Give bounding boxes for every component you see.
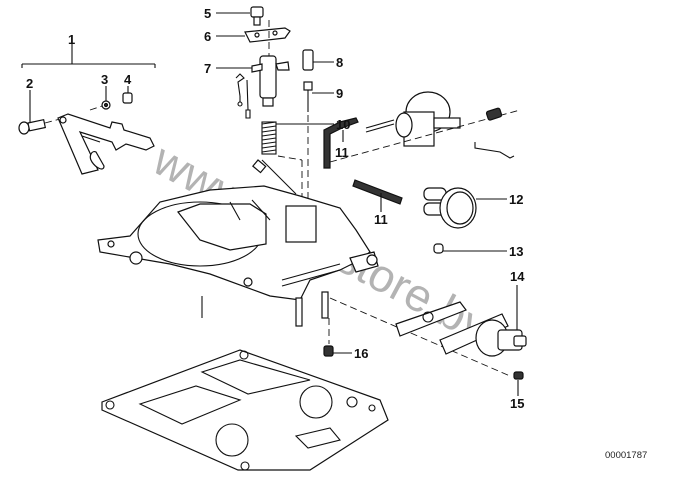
callout-11-rod: 11	[374, 212, 388, 227]
callout-2: 2	[26, 76, 33, 91]
reference-number: 00001787	[605, 450, 647, 461]
callout-10: 10	[336, 117, 350, 132]
pump-group	[216, 6, 334, 210]
callout-14: 14	[510, 269, 525, 284]
callout-15: 15	[510, 396, 524, 411]
callout-4: 4	[124, 72, 132, 87]
callout-5: 5	[204, 6, 211, 21]
callout-6: 6	[204, 29, 211, 44]
callout-13: 13	[509, 244, 523, 259]
callout-12: 12	[509, 192, 523, 207]
carburetor-housing	[97, 159, 511, 377]
sensor-group	[395, 285, 527, 396]
diaphragm-group	[323, 91, 521, 169]
callout-9: 9	[336, 86, 343, 101]
callout-3: 3	[101, 72, 108, 87]
screw-16	[323, 318, 352, 357]
rod-and-cap	[352, 179, 507, 254]
callout-1: 1	[68, 32, 75, 47]
gasket	[101, 349, 389, 471]
bracket-assembly	[18, 44, 156, 175]
callout-16: 16	[354, 346, 368, 361]
callout-11-hose: 11	[335, 145, 349, 160]
callout-8: 8	[336, 55, 343, 70]
callout-7: 7	[204, 61, 211, 76]
